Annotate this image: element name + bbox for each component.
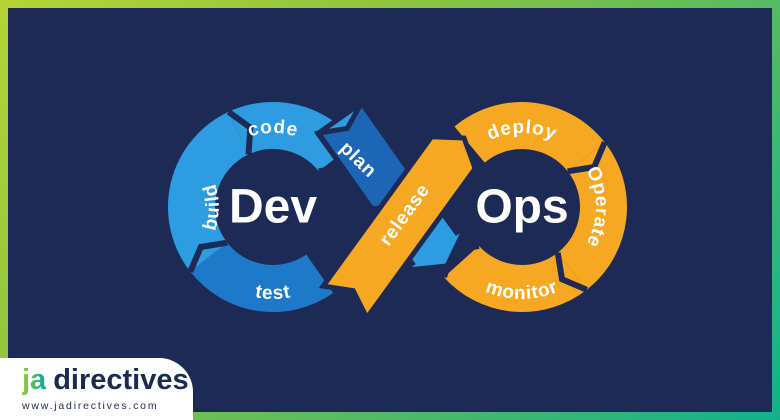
dev-step-label-build: build bbox=[199, 181, 224, 232]
dev-step-label-test: test bbox=[254, 281, 292, 304]
ops-notch-operate-monitor bbox=[554, 252, 588, 293]
brand-primary-text: ja bbox=[22, 364, 47, 396]
ops-segment-deploy bbox=[454, 102, 605, 173]
dev-segment-test bbox=[190, 241, 334, 312]
release-ribbon bbox=[318, 134, 479, 323]
ops-notch-deploy-operate bbox=[567, 141, 608, 175]
brand-logo-box: ja directives www.jadirectives.com bbox=[0, 358, 193, 420]
dev-segment-build bbox=[168, 111, 250, 272]
brand-website-url: www.jadirectives.com bbox=[22, 400, 159, 412]
brand-wordmark: ja directives bbox=[22, 366, 193, 395]
brand-secondary-text: directives bbox=[53, 364, 189, 396]
ops-segment-operate bbox=[557, 142, 627, 290]
dev-notch-build-code bbox=[226, 109, 254, 155]
dev-center-label: Dev bbox=[229, 181, 317, 234]
ops-loop bbox=[441, 102, 627, 312]
dev-notch-test-build bbox=[187, 239, 228, 273]
ops-center-label: Ops bbox=[475, 181, 568, 234]
